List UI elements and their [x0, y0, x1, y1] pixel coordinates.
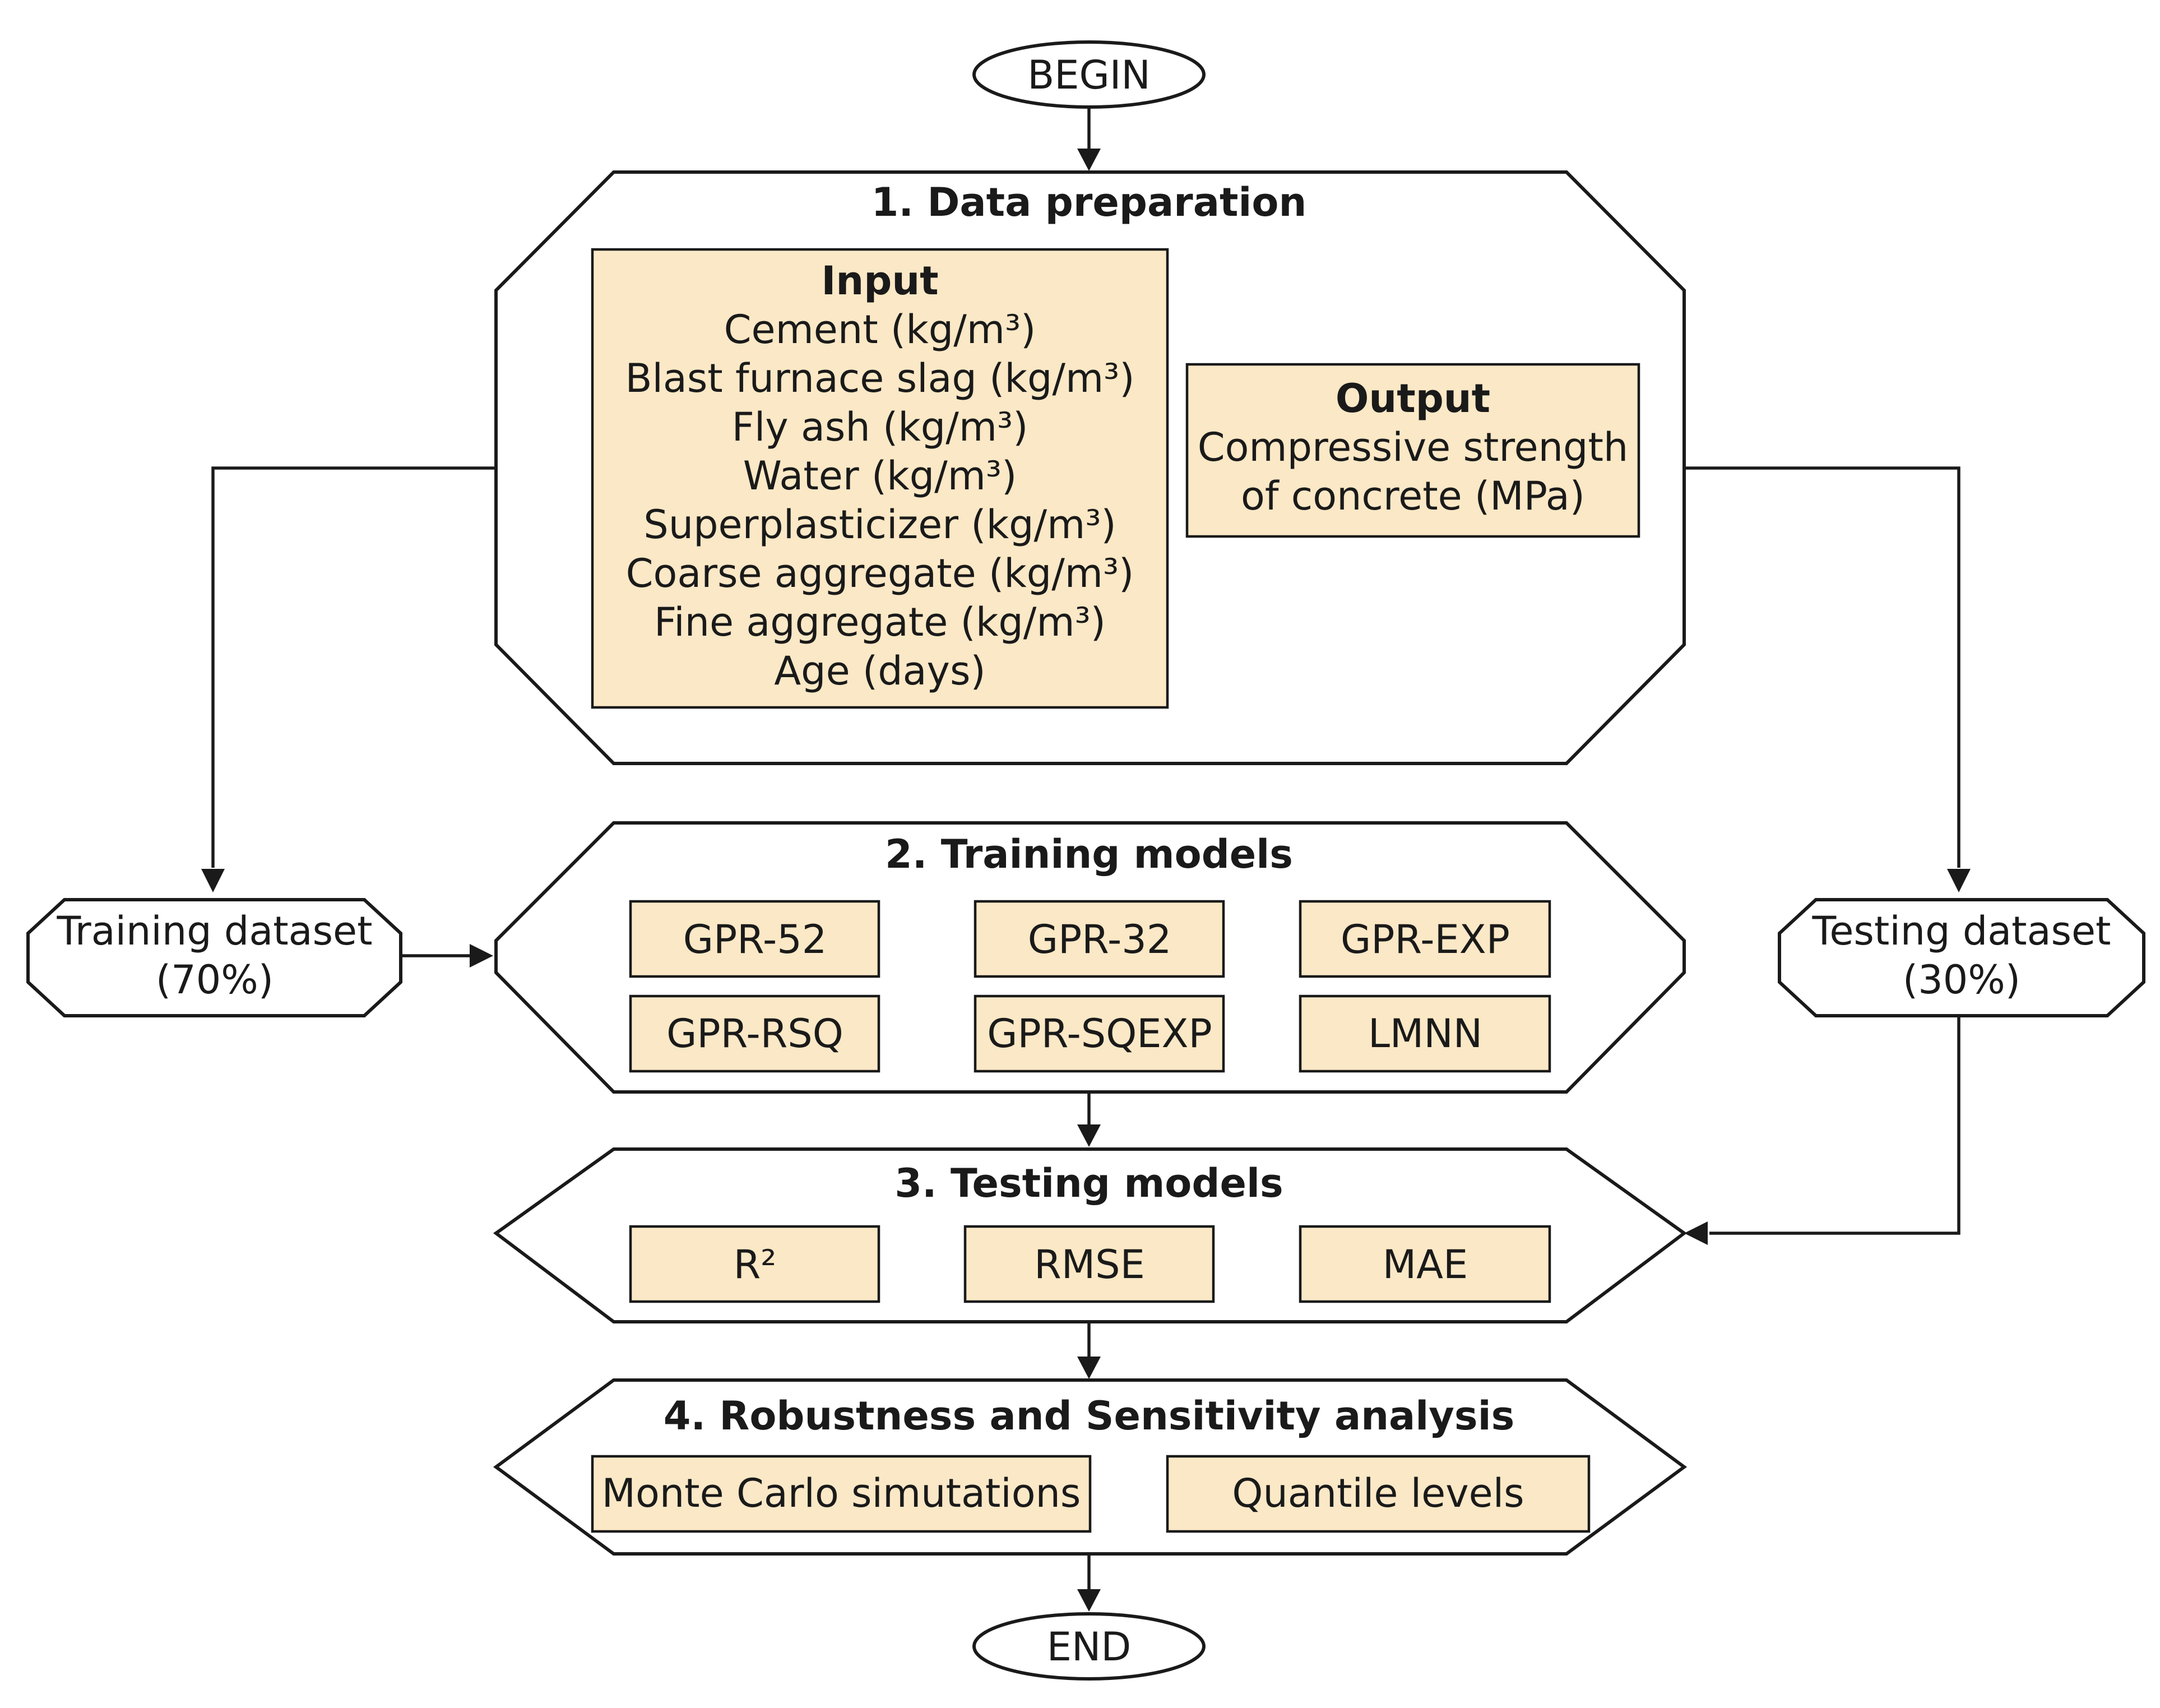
output-line: Compressive strength — [1198, 424, 1629, 470]
end-label: END — [1047, 1624, 1132, 1670]
arrowhead-testing-models-side — [1684, 1221, 1708, 1245]
input-item: Fly ash (kg/m³) — [732, 404, 1028, 450]
arrow-preparation-to-testing-dataset — [1684, 466, 1960, 868]
model-label: GPR-SQEXP — [987, 1011, 1212, 1057]
training-dataset-percent: (70%) — [156, 957, 274, 1003]
arrowhead-training-dataset — [201, 869, 225, 892]
connectors — [201, 104, 1971, 1612]
begin-label: BEGIN — [1027, 52, 1151, 98]
metric-box — [629, 1225, 880, 1303]
model-label: GPR-32 — [1028, 917, 1172, 962]
training-models-stage: 2. Training models GPR-52 GPR-32 GPR-EXP… — [494, 821, 1686, 1094]
input-box: Input Cement (kg/m³) Blast furnace slag … — [591, 248, 1169, 709]
metric-box — [1299, 1225, 1551, 1303]
output-line: of concrete (MPa) — [1241, 473, 1585, 519]
model-label: GPR-EXP — [1341, 917, 1510, 962]
model-label: GPR-52 — [683, 917, 827, 962]
data-preparation-title: 1. Data preparation — [872, 179, 1307, 225]
robustness-stage: 4. Robustness and Sensitivity analysis M… — [493, 1378, 1688, 1556]
arrow-preparation-to-training-dataset — [211, 466, 496, 868]
arrowhead-testing-dataset — [1947, 869, 1971, 892]
testing-models-title: 3. Testing models — [894, 1160, 1283, 1206]
method-box — [1166, 1455, 1591, 1533]
training-dataset-label: Training dataset — [56, 908, 372, 954]
arrowhead-preparation — [1077, 149, 1101, 171]
testing-models-stage: 3. Testing models R² RMSE MAE — [493, 1147, 1688, 1323]
method-box — [591, 1455, 1092, 1533]
method-label: Monte Carlo simutations — [602, 1470, 1081, 1516]
model-box — [629, 900, 880, 978]
metric-label: RMSE — [1034, 1242, 1145, 1288]
arrowhead-testing-models — [1077, 1124, 1101, 1147]
training-dataset-node: Training dataset (70%) — [26, 898, 402, 1017]
input-item: Water (kg/m³) — [743, 453, 1017, 499]
model-label: GPR-RSQ — [666, 1011, 843, 1057]
method-label: Quantile levels — [1232, 1470, 1524, 1516]
begin-terminal: BEGIN — [972, 40, 1206, 109]
input-item: Age (days) — [774, 648, 985, 694]
input-item: Fine aggregate (kg/m³) — [654, 599, 1106, 645]
model-box — [629, 994, 880, 1073]
output-box: Output Compressive strength of concrete … — [1185, 363, 1640, 538]
model-label: LMNN — [1368, 1011, 1482, 1057]
output-title: Output — [1336, 376, 1490, 422]
model-box — [1299, 994, 1551, 1073]
metric-label: R² — [734, 1242, 777, 1288]
metric-box — [963, 1225, 1215, 1303]
model-box — [974, 900, 1225, 978]
arrowhead-robustness — [1077, 1357, 1101, 1379]
input-item: Cement (kg/m³) — [724, 307, 1036, 353]
arrow-testing-dataset-to-testing-models — [1709, 1017, 1960, 1235]
input-title: Input — [821, 258, 938, 304]
robustness-title: 4. Robustness and Sensitivity analysis — [664, 1393, 1514, 1439]
data-preparation-stage: 1. Data preparation Input Cement (kg/m³)… — [494, 170, 1686, 765]
testing-dataset-label: Testing dataset — [1812, 908, 2111, 954]
input-item: Coarse aggregate (kg/m³) — [626, 550, 1134, 596]
end-terminal: END — [972, 1612, 1206, 1681]
input-item: Superplasticizer (kg/m³) — [643, 502, 1116, 548]
model-box — [1299, 900, 1551, 978]
testing-dataset-percent: (30%) — [1903, 957, 2020, 1003]
arrowhead-end — [1077, 1589, 1101, 1612]
input-item: Blast furnace slag (kg/m³) — [625, 355, 1134, 401]
metric-label: MAE — [1383, 1242, 1468, 1288]
testing-dataset-node: Testing dataset (30%) — [1778, 898, 2145, 1017]
arrowhead-training-models — [470, 944, 493, 968]
training-models-title: 2. Training models — [885, 831, 1293, 877]
model-box — [974, 994, 1225, 1073]
